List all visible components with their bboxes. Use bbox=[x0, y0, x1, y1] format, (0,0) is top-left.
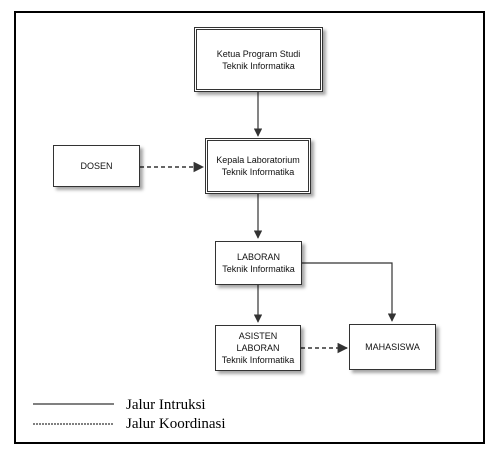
legend-solid-label: Jalur Intruksi bbox=[126, 397, 206, 413]
node-laboran-line2: Teknik Informatika bbox=[222, 264, 295, 274]
node-kaprodi: Ketua Program Studi Teknik Informatika bbox=[194, 27, 323, 92]
node-asisten-line1: ASISTEN LABORAN bbox=[236, 331, 280, 353]
node-laboran: LABORAN Teknik Informatika bbox=[215, 241, 302, 285]
node-asisten-line2: Teknik Informatika bbox=[221, 355, 295, 365]
legend-dashed-label: Jalur Koordinasi bbox=[126, 416, 226, 432]
outer-frame bbox=[14, 11, 485, 444]
node-dosen: DOSEN bbox=[53, 145, 140, 187]
node-kalab-line2: Teknik Informatika bbox=[221, 167, 295, 177]
node-kaprodi-line2: Teknik Informatika bbox=[222, 60, 295, 71]
node-kaprodi-line1: Ketua Program Studi bbox=[216, 48, 301, 59]
node-dosen-line1: DOSEN bbox=[80, 161, 113, 171]
node-mahasiswa: MAHASISWA bbox=[349, 324, 436, 370]
node-asisten: ASISTEN LABORAN Teknik Informatika bbox=[215, 325, 301, 371]
node-kalab-line1: Kepala Laboratorium bbox=[216, 155, 300, 165]
node-mahasiswa-line1: MAHASISWA bbox=[365, 342, 420, 352]
node-laboran-line1: LABORAN bbox=[236, 252, 280, 262]
connector-laboran-mahasiswa bbox=[302, 262, 397, 322]
node-kalab: Kepala Laboratorium Teknik Informatika bbox=[205, 138, 311, 194]
